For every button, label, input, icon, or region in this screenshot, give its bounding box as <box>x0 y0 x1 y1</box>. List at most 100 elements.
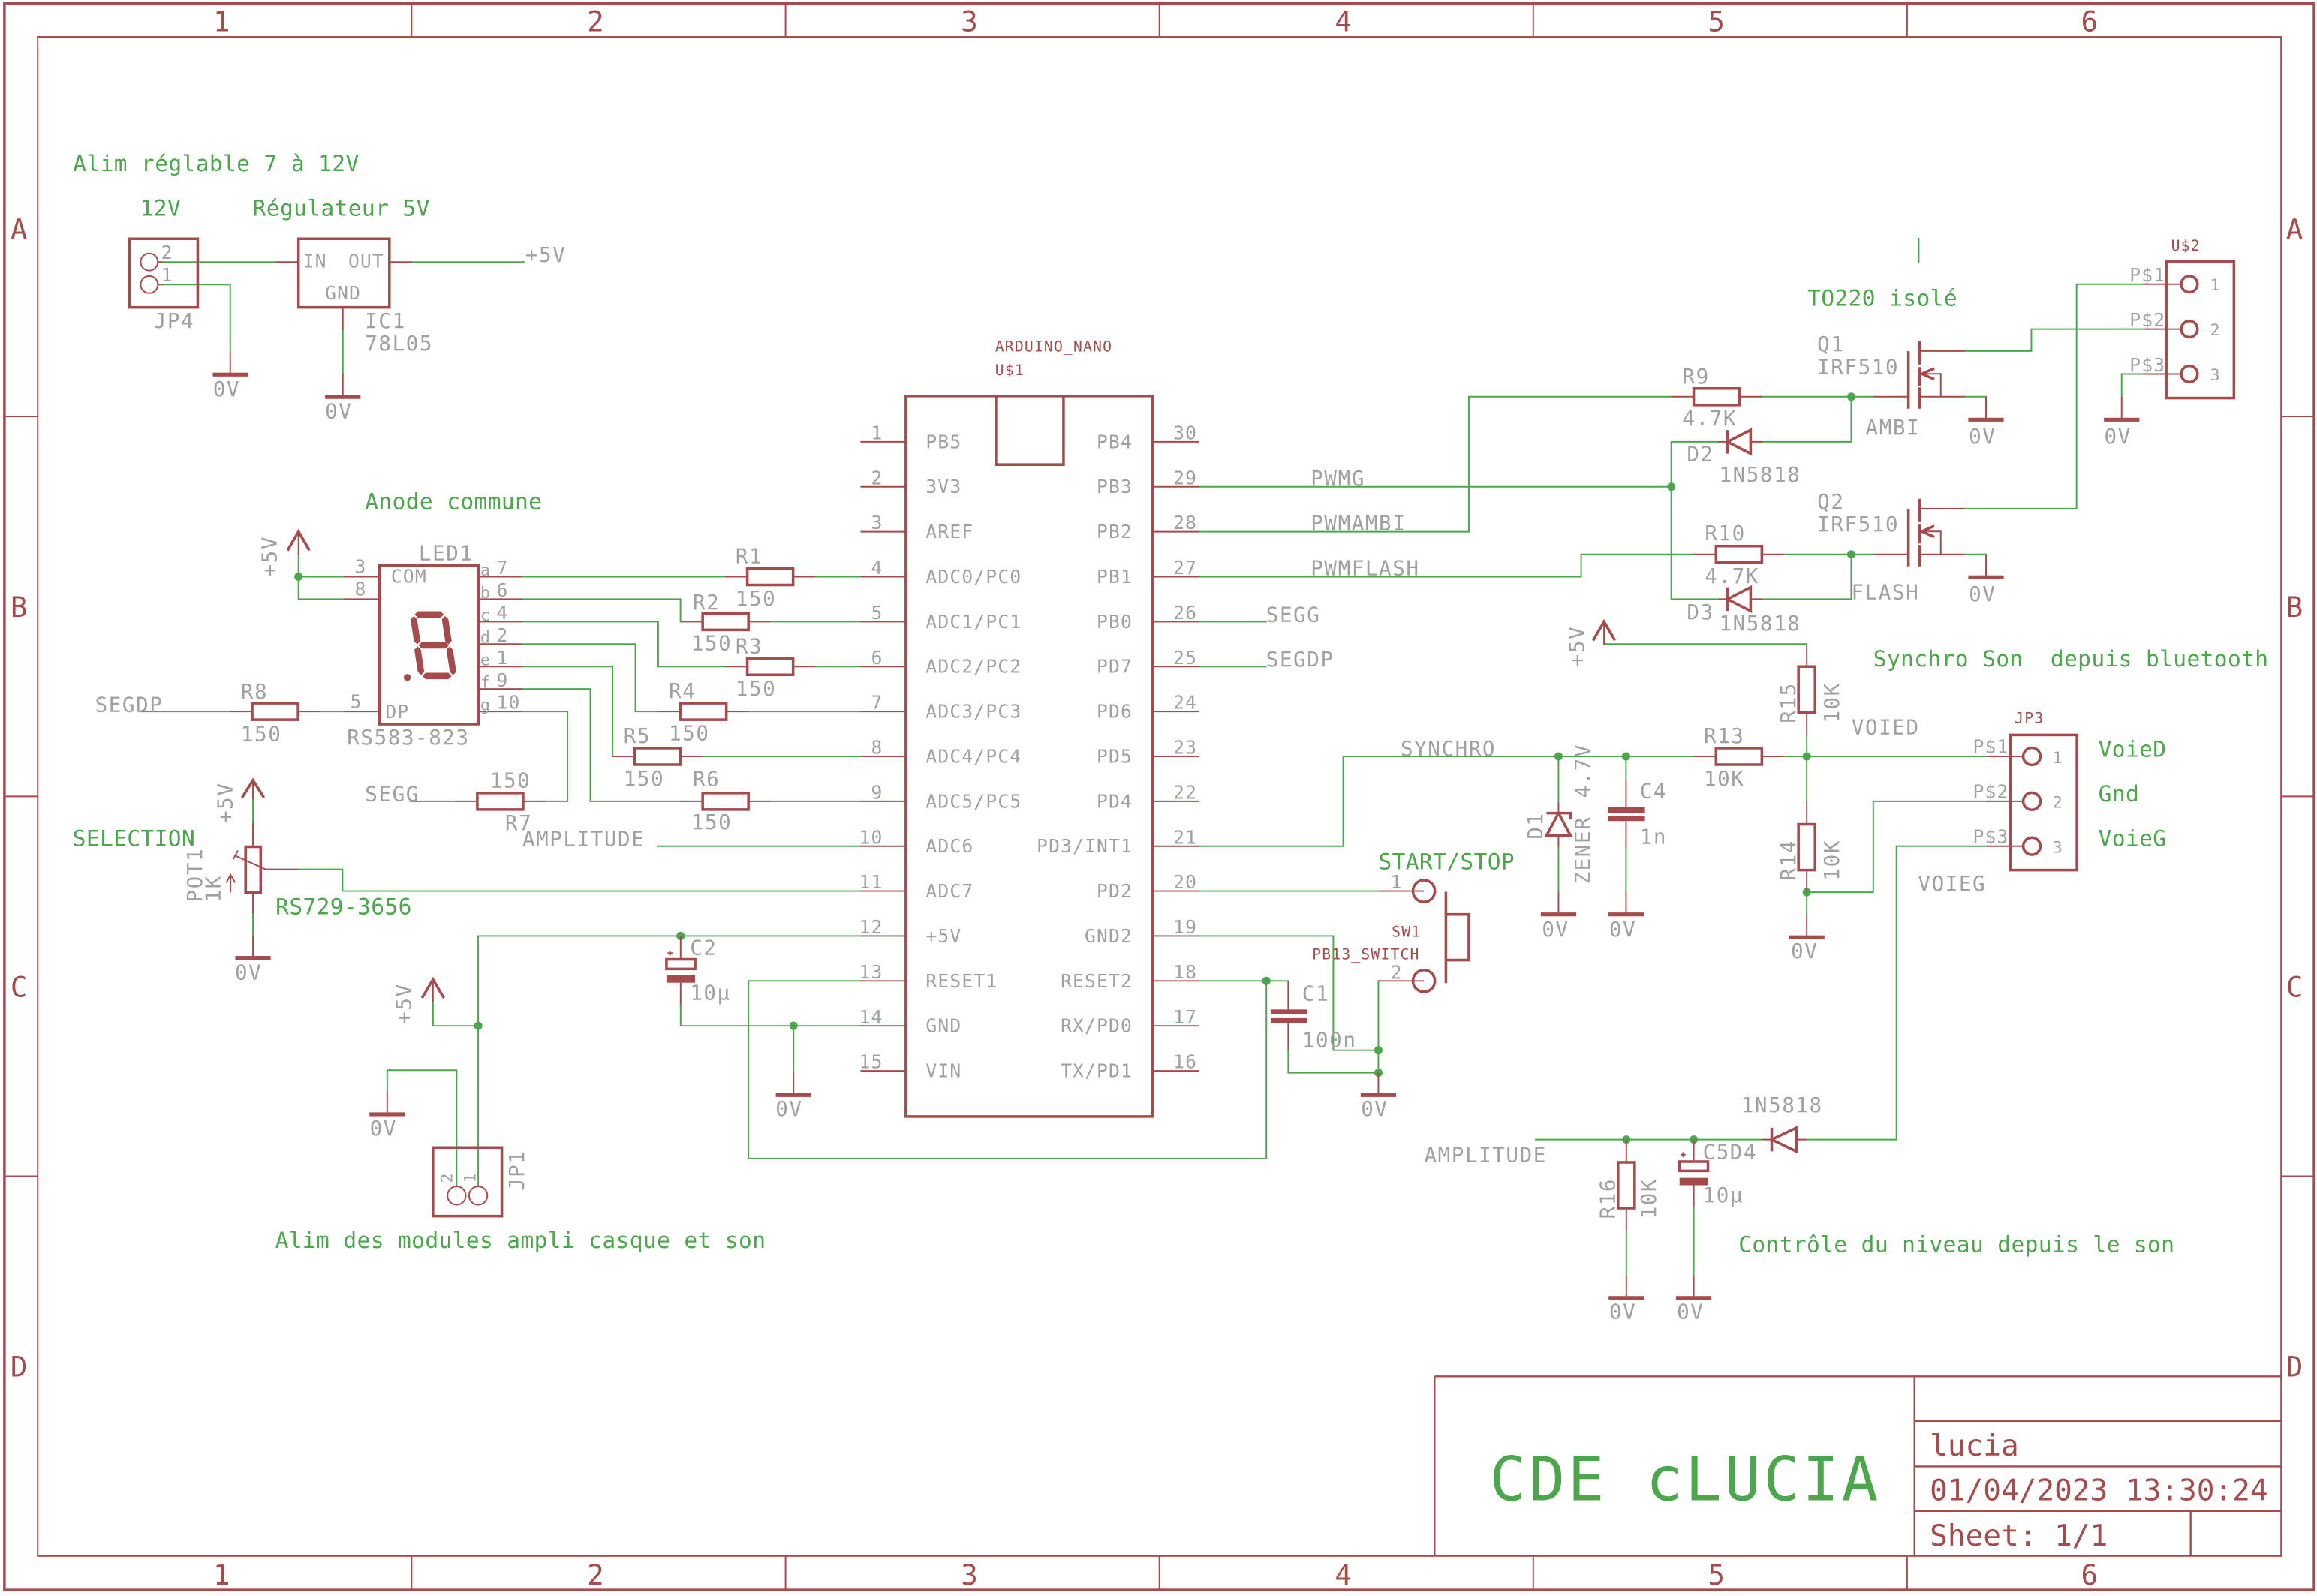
component-name: C4 <box>1640 779 1667 803</box>
wire-gnd-jp4 <box>161 284 231 353</box>
column-label-bottom: 5 <box>1708 1558 1725 1591</box>
note-regulateur: Régulateur 5V <box>253 196 430 221</box>
connector-jp1: 2 1 JP1 <box>432 1146 529 1218</box>
supply-label: +5V <box>393 983 417 1023</box>
supply-5v-led: +5V <box>258 528 311 576</box>
ground-bar-icon <box>369 1112 405 1117</box>
segment-letter: e <box>480 651 491 670</box>
capacitor-negative-plate <box>1679 1177 1708 1186</box>
pin-name: PB0 <box>1097 611 1133 633</box>
ground-jp1: 0V <box>369 1092 405 1141</box>
pin-number: 4 <box>871 557 883 579</box>
net-label-segg: SEGG <box>1266 603 1321 627</box>
connector-body <box>432 1146 504 1218</box>
net-label-voieg: VOIEG <box>1918 872 1986 896</box>
column-label-top: 5 <box>1708 5 1725 38</box>
ground-r14: 0V <box>1789 914 1825 963</box>
component-name: U$1 <box>995 362 1025 379</box>
capacitor-positive-plate <box>1678 1160 1710 1173</box>
pad-name: P$3 <box>2129 354 2165 376</box>
wire-q2-gate <box>1761 553 1875 600</box>
pin-name: PB5 <box>925 431 961 452</box>
ground-label: 0V <box>1361 1097 1388 1121</box>
pin-name: TX/PD1 <box>1061 1060 1133 1082</box>
junction-dot <box>1554 752 1563 761</box>
segment-b-icon <box>441 615 452 645</box>
column-label-bottom: 1 <box>213 1558 230 1591</box>
pin-stubs <box>1986 755 2024 847</box>
row-label-right: C <box>2286 970 2303 1003</box>
column-label-top: 1 <box>213 5 230 38</box>
pad-name: P$2 <box>2129 309 2165 331</box>
pin-number: 6 <box>871 647 883 669</box>
pin-name: PB1 <box>1097 566 1133 588</box>
pin-stubs <box>276 261 412 330</box>
component-value: 150 <box>490 768 531 792</box>
pin-name: PD4 <box>1097 790 1133 812</box>
resistor-r1: R1 150 <box>725 544 816 611</box>
wire-adc7-selection <box>297 868 862 892</box>
pin-name: GND2 <box>1085 925 1133 947</box>
pin-number: 5 <box>871 602 883 624</box>
display-body <box>378 564 480 726</box>
title-block: CDE cLUCIA lucia 01/04/2023 13:30:24 She… <box>1434 1375 2282 1556</box>
component-value: ARDUINO_NANO <box>995 338 1112 356</box>
pin-name: ADC5/PC5 <box>925 790 1022 812</box>
pin-number: 1 <box>871 422 883 444</box>
component-value: 150 <box>624 767 664 791</box>
resistor-r5: R5 150 <box>612 724 703 791</box>
pin-name: PD7 <box>1097 656 1133 678</box>
resistor-r7: R7 150 <box>455 768 546 835</box>
component-name: R14 <box>1777 840 1801 880</box>
resistor-r4: R4 150 <box>658 679 749 746</box>
ground-c4: 0V <box>1608 891 1644 942</box>
component-value: RS583-823 <box>347 726 469 750</box>
junction-dot <box>789 1021 798 1030</box>
pushbutton-sw1: 1 2 SW1 PB13_SWITCH <box>1312 871 1470 993</box>
component-name: LED1 <box>419 541 474 565</box>
pin-number: 10 <box>497 692 521 714</box>
ground-label: 0V <box>1791 939 1818 963</box>
component-name: R5 <box>624 724 651 748</box>
segment-letter: f <box>480 674 491 693</box>
ground-arduino: 0V <box>775 1072 811 1121</box>
pin-number: 24 <box>1173 692 1197 714</box>
pin-number: 16 <box>1173 1051 1197 1073</box>
junction-dot <box>1846 392 1855 401</box>
ground-r16: 0V <box>1608 1275 1644 1324</box>
ground-bar-icon <box>1789 935 1825 939</box>
ground-bar-icon <box>1675 1296 1712 1300</box>
ground-c5: 0V <box>1675 1275 1712 1324</box>
ground-label: 0V <box>235 960 262 984</box>
pin-stubs <box>1378 890 1425 982</box>
component-name: JP3 <box>2015 710 2044 727</box>
pin-number: 2 <box>2053 794 2063 813</box>
component-name: Q1 <box>1817 332 1844 356</box>
wire-q1-drain <box>1963 328 2144 352</box>
pin-number: 17 <box>1173 1006 1197 1028</box>
net-label-pwmg: PWMG <box>1310 467 1365 491</box>
annotations: Alim réglable 7 à 12V 12V Régulateur 5V … <box>73 151 2268 1257</box>
pin-number: 9 <box>871 781 883 803</box>
component-name: R16 <box>1596 1178 1620 1219</box>
ground-bar-icon <box>1608 912 1644 917</box>
body-arrow-icon <box>1918 367 1935 381</box>
component-value: 10K <box>1637 1178 1661 1219</box>
column-label-bottom: 4 <box>1335 1558 1352 1591</box>
wire-led-common-anode <box>297 555 345 600</box>
junction-dot <box>474 1021 483 1030</box>
junction-dot <box>1621 752 1630 761</box>
junction-dot <box>1667 482 1676 491</box>
component-name: R2 <box>693 591 720 615</box>
component-name: SW1 <box>1392 924 1421 941</box>
drawing-author: lucia <box>1930 1429 2019 1463</box>
segment-c-icon <box>446 646 456 675</box>
junction-dot <box>1846 550 1855 559</box>
net-label-segdp: SEGDP <box>95 693 164 717</box>
component-name: R9 <box>1682 365 1709 389</box>
pin-number: 25 <box>1173 647 1197 669</box>
wire-gnd-jp1 <box>386 1069 458 1188</box>
pin-number: 27 <box>1173 557 1197 579</box>
supply-5v-jp1: +5V <box>393 976 445 1024</box>
